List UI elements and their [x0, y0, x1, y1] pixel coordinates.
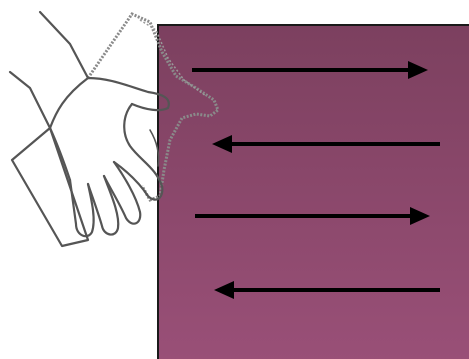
wiping-cloth-icon — [86, 12, 220, 202]
arrow-2-left — [212, 135, 440, 153]
surface-panel — [157, 24, 469, 359]
arrow-4-left — [214, 281, 440, 299]
wipe-direction-arrows — [192, 61, 440, 299]
arrow-1-right — [192, 61, 428, 79]
arrow-3-right — [195, 207, 430, 225]
gloved-hand-icon — [8, 10, 170, 248]
